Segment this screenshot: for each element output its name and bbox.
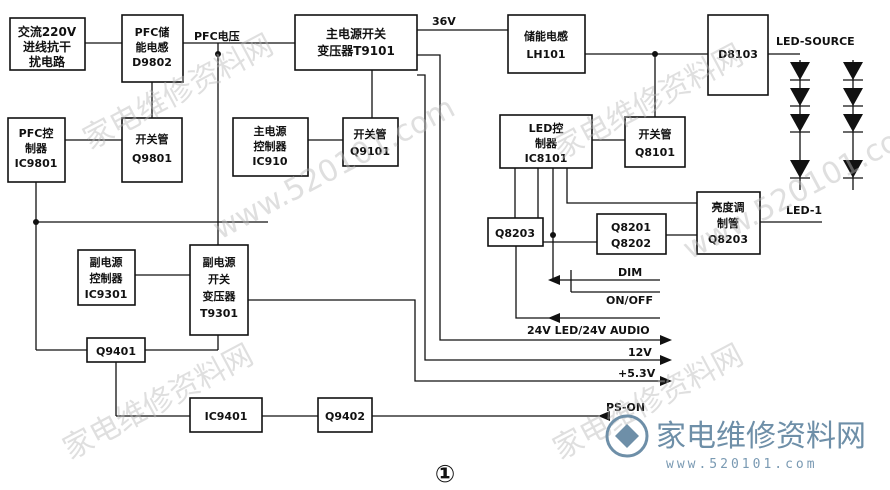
label-led-source: LED-SOURCE [776,35,855,48]
block-q9801: 开关管 Q9801 [121,117,183,183]
label-5v3: +5.3V [618,367,656,380]
label-ps-on: PS-ON [606,401,645,414]
block-pfc-inductor-line-3: D9802 [132,56,172,69]
arrowheads [548,275,672,421]
block-main-transformer-line-2: 变压器T9101 [317,43,395,58]
block-led-controller: LED控 制器 IC8101 [499,114,593,169]
block-main-controller: 主电源 控制器 IC910 [232,117,309,177]
block-sub-controller-line-3: IC9301 [85,288,128,301]
junction-dots [33,51,658,238]
block-ic9401-label: IC9401 [205,410,248,423]
block-q8101: 开关管 Q8101 [624,116,686,168]
signal-labels: PFC电压 36V LED-SOURCE LED-1 DIM ON/OFF 24… [194,15,855,488]
block-main-controller-line-1: 主电源 [254,124,287,138]
block-brightness-line-1: 亮度调 [712,200,745,214]
wires [35,29,822,417]
block-ac-input-line-3: 扰电路 [29,54,66,69]
block-q9402-label: Q9402 [325,410,365,423]
logo-icon [615,424,639,448]
block-brightness-line-2: 制管 [717,216,739,230]
block-q9101: 开关管 Q9101 [342,117,399,167]
block-sub-transformer-line-1: 副电源 [203,255,236,269]
block-pfc-inductor-line-1: PFC储 [135,25,170,39]
label-12v: 12V [628,346,652,359]
logo-text: 家电维修资料网 [656,419,866,454]
block-pfc-controller-line-1: PFC控 [19,126,54,140]
block-sub-transformer: 副电源 开关 变压器 T9301 [189,244,249,336]
block-q8203-small-label: Q8203 [495,227,535,240]
block-ac-input: 交流220V 进线抗干 扰电路 [9,17,86,71]
block-main-controller-line-2: 控制器 [254,139,288,153]
block-q8101-line-2: Q8101 [635,146,675,159]
block-q8101-line-1: 开关管 [639,127,672,141]
block-ac-input-line-1: 交流220V [18,24,77,39]
block-d8103-label: D8103 [718,48,758,61]
label-on-off: ON/OFF [606,294,653,307]
block-pfc-controller-line-2: 制器 [25,141,48,155]
label-24v-led-audio: 24V LED/24V AUDIO [527,324,650,337]
site-logo: 家电维修资料网 www.520101.com [605,414,866,472]
block-led-controller-line-2: 制器 [535,136,558,150]
label-dim: DIM [618,266,642,279]
block-led-controller-line-3: IC8101 [525,152,568,165]
block-q9402: Q9402 [317,397,373,433]
led-string-right [843,60,863,190]
block-pfc-inductor: PFC储 能电感 D9802 [121,14,184,83]
block-brightness: 亮度调 制管 Q8203 [696,191,761,255]
block-sub-controller: 副电源 控制器 IC9301 [77,249,136,306]
block-brightness-line-3: Q8203 [708,233,748,246]
block-q8201-line-2: Q8202 [611,237,651,250]
watermark-url-2: www.520101.com [677,110,890,267]
block-main-transformer: 主电源开关 变压器T9101 [294,14,418,71]
logo-url: www.520101.com [666,457,818,472]
block-q8203-small: Q8203 [487,217,544,247]
block-q8201: Q8201 Q8202 [596,213,667,255]
block-q9401: Q9401 [86,337,146,363]
block-q9101-line-1: 开关管 [354,127,387,141]
block-pfc-controller: PFC控 制器 IC9801 [7,117,66,183]
block-sub-transformer-line-4: T9301 [200,307,238,320]
block-q9101-line-2: Q9101 [350,145,390,158]
block-q9401-label: Q9401 [96,345,136,358]
block-q9801-line-1: 开关管 [136,132,169,146]
block-main-transformer-line-1: 主电源开关 [326,26,386,41]
block-sub-transformer-line-2: 开关 [208,272,230,286]
block-storage-inductor-line-1: 储能电感 [524,29,568,43]
block-storage-inductor-line-2: LH101 [526,48,565,61]
block-sub-controller-line-2: 控制器 [90,271,124,285]
block-pfc-inductor-line-2: 能电感 [136,40,169,54]
block-main-controller-line-3: IC910 [252,155,287,168]
block-q8201-line-1: Q8201 [611,221,651,234]
block-sub-transformer-line-3: 变压器 [203,289,237,303]
block-pfc-controller-line-3: IC9801 [15,157,58,170]
block-led-controller-line-1: LED控 [529,121,564,135]
label-pfc-voltage: PFC电压 [194,29,240,43]
block-q9801-line-2: Q9801 [132,152,172,165]
label-led-1: LED-1 [786,204,822,217]
block-ic9401: IC9401 [189,397,263,433]
led-string-left [790,60,810,190]
block-d8103: D8103 [707,14,769,96]
figure-number: ① [435,460,455,488]
block-ac-input-line-2: 进线抗干 [23,39,71,54]
block-sub-controller-line-1: 副电源 [90,255,123,269]
label-36v: 36V [432,15,456,28]
block-storage-inductor: 储能电感 LH101 [507,14,586,74]
